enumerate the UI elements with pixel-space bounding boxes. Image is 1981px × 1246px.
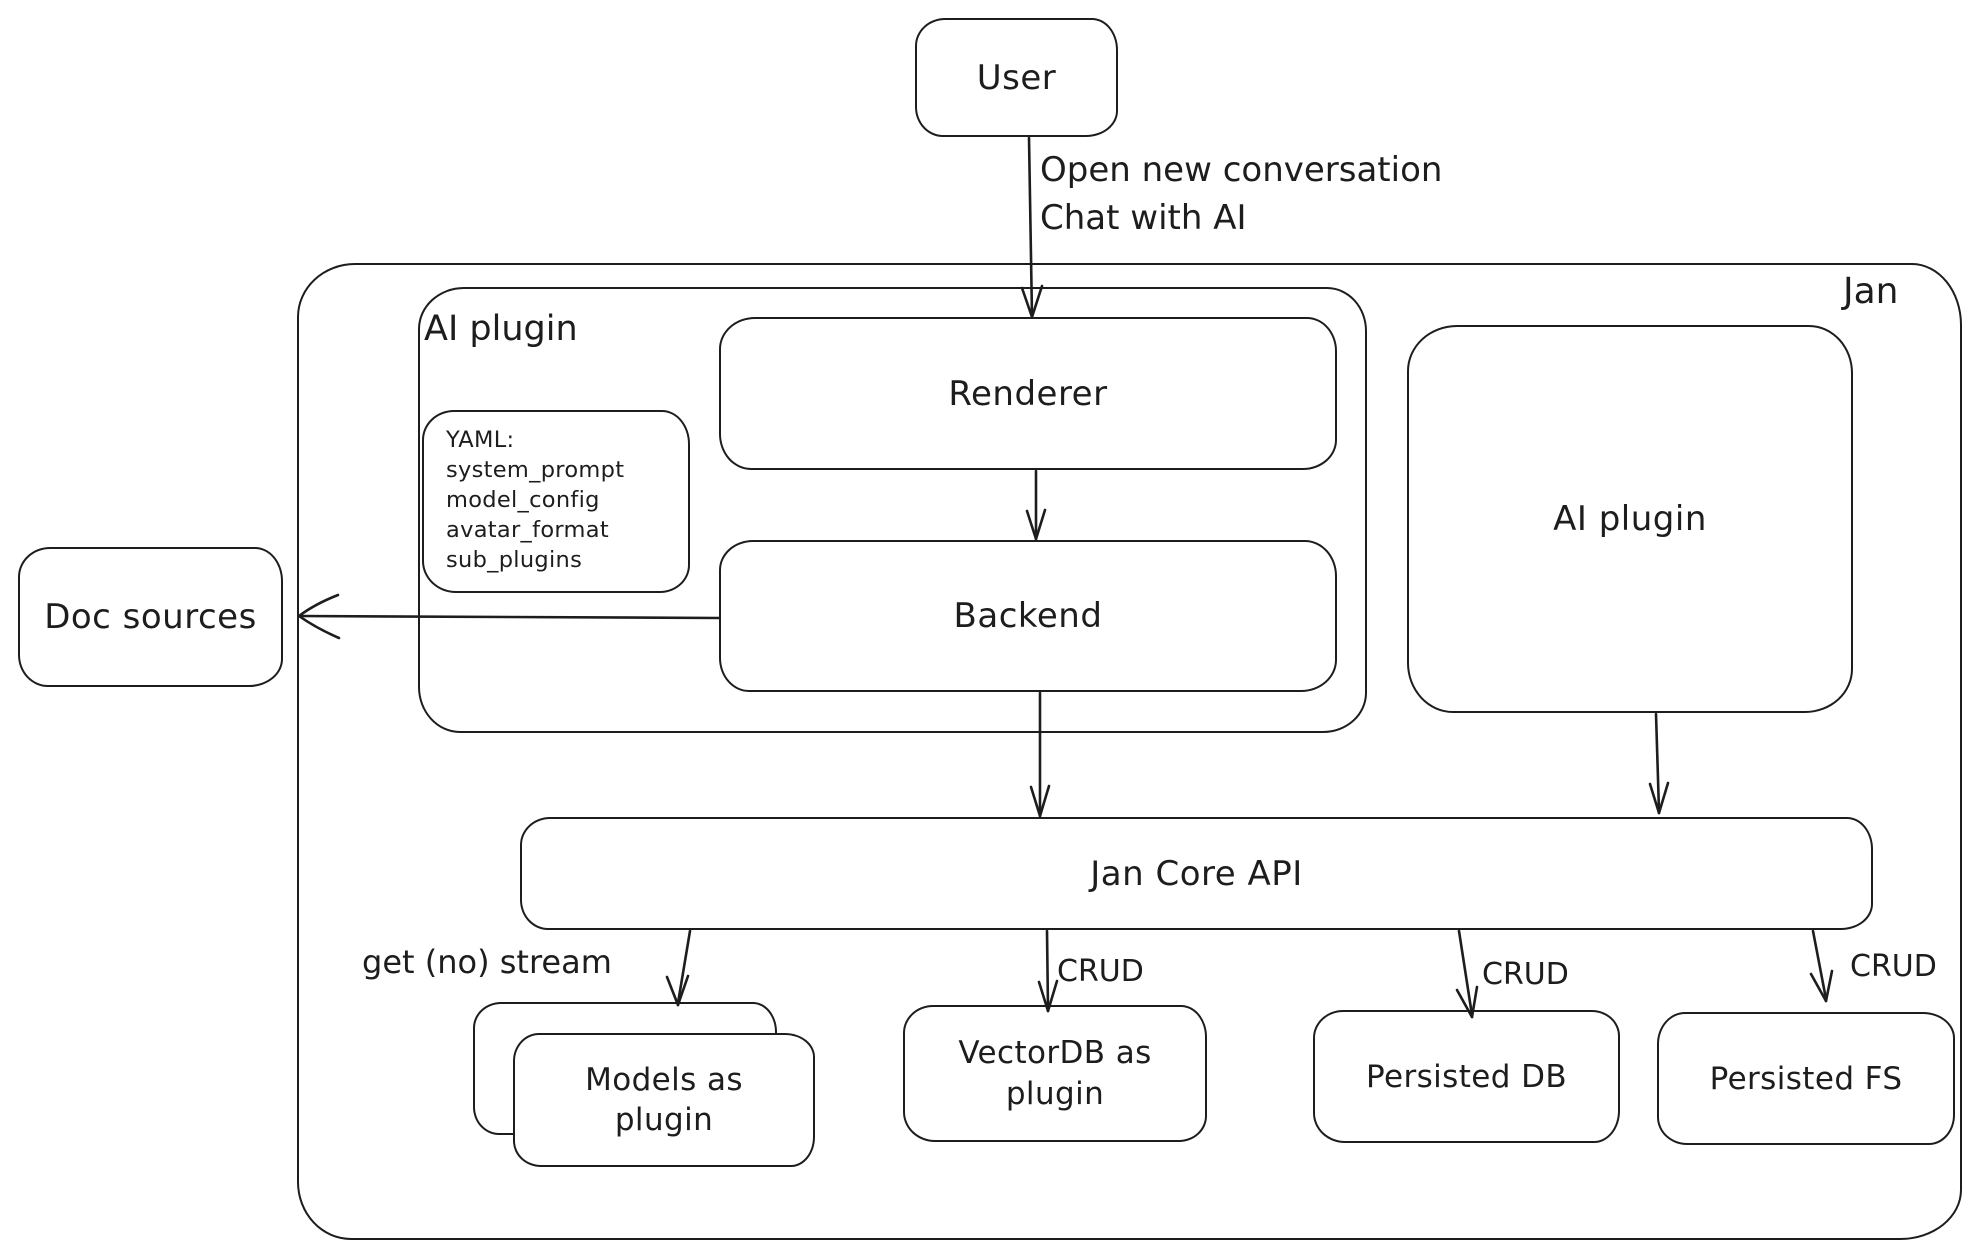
ai-plugin-node-label: AI plugin <box>1553 499 1707 539</box>
models-as-plugin-node: Models as plugin <box>513 1033 815 1167</box>
doc-sources-node-label: Doc sources <box>44 597 257 637</box>
user-node: User <box>915 18 1118 137</box>
jan-core-api-node-label: Jan Core API <box>1090 853 1303 894</box>
renderer-node: Renderer <box>719 317 1337 470</box>
edge-label-crud-vectordb: CRUD <box>1057 954 1144 989</box>
ai-plugin-container <box>418 287 1367 733</box>
ai-plugin-container-label: AI plugin <box>424 309 578 349</box>
jan-core-api-node: Jan Core API <box>520 817 1873 930</box>
backend-node-label: Backend <box>953 596 1103 636</box>
yaml-note-line: model_config <box>446 487 600 513</box>
ai-plugin-node: AI plugin <box>1407 325 1853 713</box>
persisted-db-node: Persisted DB <box>1313 1010 1620 1143</box>
yaml-config-note: YAML: system_prompt model_config avatar_… <box>422 410 690 593</box>
yaml-note-title: YAML: <box>446 427 515 453</box>
edge-label-get-no-stream: get (no) stream <box>362 943 612 981</box>
doc-sources-node: Doc sources <box>18 547 283 687</box>
jan-container-label: Jan <box>1843 271 1899 312</box>
models-as-plugin-node-label: Models as plugin <box>585 1061 743 1138</box>
persisted-db-node-label: Persisted DB <box>1365 1058 1568 1095</box>
edge-label-line1: Open new conversation <box>1040 150 1443 190</box>
yaml-note-line: avatar_format <box>446 517 609 543</box>
yaml-note-line: system_prompt <box>446 457 625 483</box>
yaml-note-line: sub_plugins <box>446 547 583 573</box>
vectordb-as-plugin-node-label: VectorDB as plugin <box>958 1035 1152 1112</box>
user-node-label: User <box>976 57 1057 98</box>
jan-container <box>297 263 1962 1240</box>
vectordb-as-plugin-node: VectorDB as plugin <box>903 1005 1207 1142</box>
edge-label-crud-fs: CRUD <box>1850 949 1937 984</box>
backend-node: Backend <box>719 540 1337 692</box>
persisted-fs-node: Persisted FS <box>1657 1012 1955 1145</box>
edge-label-line2: Chat with AI <box>1040 198 1247 238</box>
renderer-node-label: Renderer <box>948 373 1108 414</box>
edge-label-crud-db: CRUD <box>1482 957 1569 992</box>
persisted-fs-node-label: Persisted FS <box>1709 1060 1903 1097</box>
